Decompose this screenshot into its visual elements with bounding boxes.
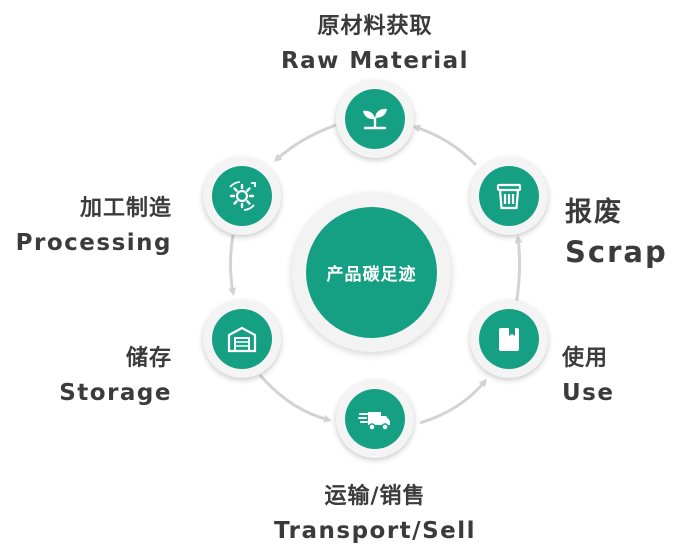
storage-label: 储存 Storage: [20, 340, 172, 406]
scrap-node: [470, 157, 548, 235]
transport-label: 运输/销售 Transport/Sell: [240, 478, 510, 544]
arrow-use-to-scrap: [514, 235, 523, 306]
processing-cn: 加工制造: [79, 196, 172, 221]
raw-material-node: [336, 80, 414, 158]
scrap-en: Scrap: [565, 235, 668, 269]
warehouse-icon: [227, 326, 257, 353]
transport-cn: 运输/销售: [324, 484, 426, 509]
center-label: 产品碳足迹: [326, 265, 417, 285]
processing-label: 加工制造 Processing: [0, 190, 172, 256]
scrap-cn: 报废: [565, 197, 623, 228]
use-en: Use: [562, 380, 615, 406]
delivery-truck-icon: [358, 412, 390, 431]
use-node: [470, 300, 548, 378]
use-cn: 使用: [562, 346, 609, 371]
arrow-transport-to-use: [419, 378, 487, 425]
arrow-scrap-to-raw: [412, 124, 478, 167]
raw-material-label: 原材料获取 Raw Material: [240, 8, 510, 74]
arrow-raw-to-processing: [273, 123, 337, 163]
transport-en: Transport/Sell: [273, 518, 477, 544]
storage-cn: 储存: [125, 346, 172, 371]
trash-bin-icon: [496, 183, 522, 210]
processing-node: [203, 157, 281, 235]
scrap-label: 报废 Scrap: [565, 190, 668, 269]
sprout-icon: [363, 108, 387, 130]
storage-en: Storage: [59, 380, 172, 406]
raw-material-en: Raw Material: [280, 48, 470, 74]
box-icon: [499, 328, 519, 351]
arrow-processing-to-storage: [228, 234, 237, 296]
processing-en: Processing: [15, 230, 172, 256]
transport-node: [336, 380, 414, 458]
gear-cycle-icon: [229, 181, 256, 211]
raw-material-cn: 原材料获取: [317, 14, 433, 39]
use-label: 使用 Use: [562, 340, 614, 406]
center-circle: 产品碳足迹: [306, 207, 437, 338]
storage-node: [203, 300, 281, 378]
arrow-storage-to-transport: [258, 374, 332, 423]
